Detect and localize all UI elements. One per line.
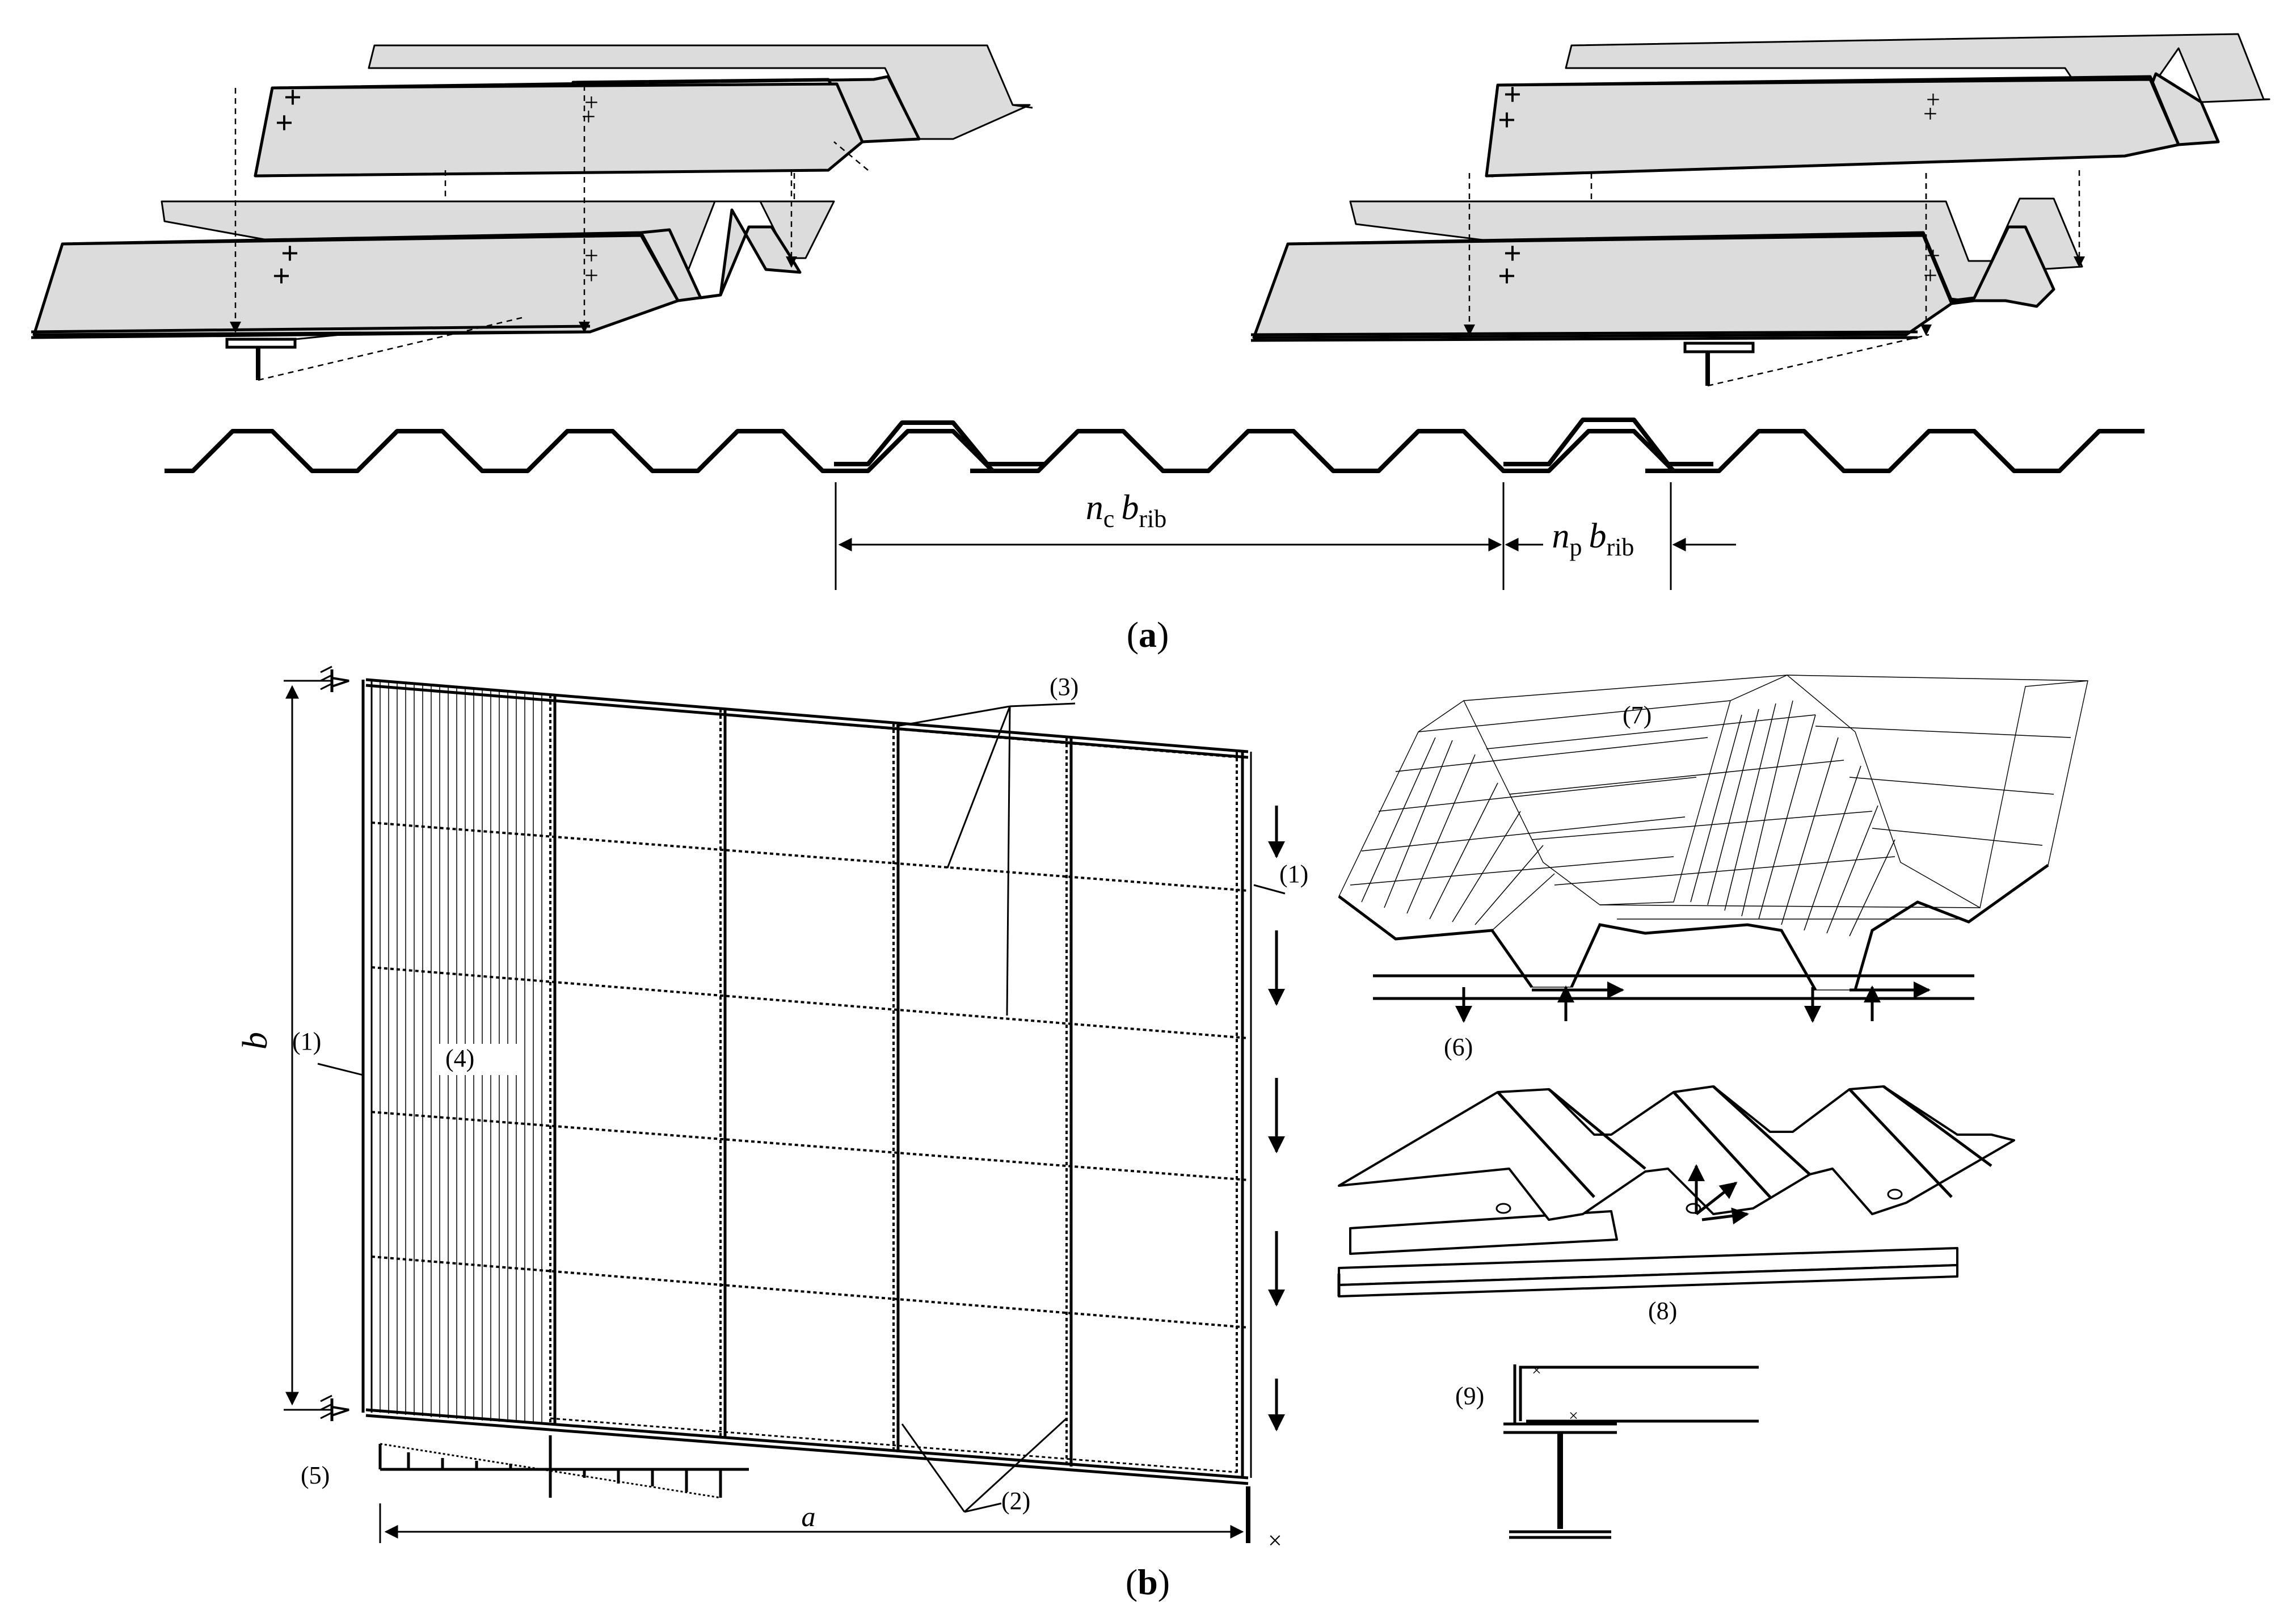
svg-text:+: + [284,80,302,115]
svg-text:+: + [272,259,290,294]
svg-text:+: + [1923,100,1937,128]
callout-8: (8) [1648,1297,1677,1325]
svg-text:+: + [584,262,599,289]
dim-a-label: a [802,1501,816,1532]
panel-a-right-assembly: + + + + + + + + [1250,33,2270,387]
svg-text:+: + [1926,86,1940,113]
shear-diagram [378,1435,749,1499]
corner-mark: × [1268,1527,1282,1554]
panel-a-label: (a) [1127,614,1169,655]
svg-text:×: × [1532,1361,1541,1380]
panel-b: b [236,665,2088,1602]
svg-text:+: + [275,106,293,141]
svg-text:+: + [584,242,599,269]
dimension-lines-a [835,482,1736,590]
callout-7: (7) [1623,701,1652,729]
pin-supports [320,665,349,1421]
edge-loads [1246,806,1285,1543]
svg-text:×: × [1569,1406,1578,1425]
panel-a: + + + + + + + + [31,33,2270,655]
svg-text:+: + [584,89,599,116]
callout-1-right: (1) [1279,860,1308,888]
callout-6: (6) [1444,1033,1473,1061]
svg-text:+: + [1503,236,1522,271]
callout-2: (2) [1001,1487,1030,1515]
svg-text:+: + [1498,259,1516,294]
svg-text:+: + [1926,242,1940,269]
panel-a-left-assembly: + + + + + + + + [31,44,1033,381]
dim-b-label: b [236,1032,275,1050]
callout-3: (3) [1050,673,1079,701]
callout-1-left: (1) [292,1027,321,1055]
svg-text:+: + [1923,262,1937,289]
diaphragm-panel [361,678,1252,1485]
svg-text:+: + [582,103,596,130]
svg-text:+: + [1503,77,1522,112]
svg-text:+: + [1498,103,1516,138]
callout-5: (5) [301,1461,330,1489]
section-detail: × × [1503,1361,1759,1539]
callout-9: (9) [1455,1382,1484,1410]
panel-b-label: (b) [1126,1562,1170,1602]
svg-text:+: + [281,236,299,271]
callout-4: (4) [445,1044,474,1072]
sheet-beam-detail [1337,1085,2015,1297]
corrugated-profile [165,418,2145,473]
fe-mesh-detail [1338,675,2088,1023]
